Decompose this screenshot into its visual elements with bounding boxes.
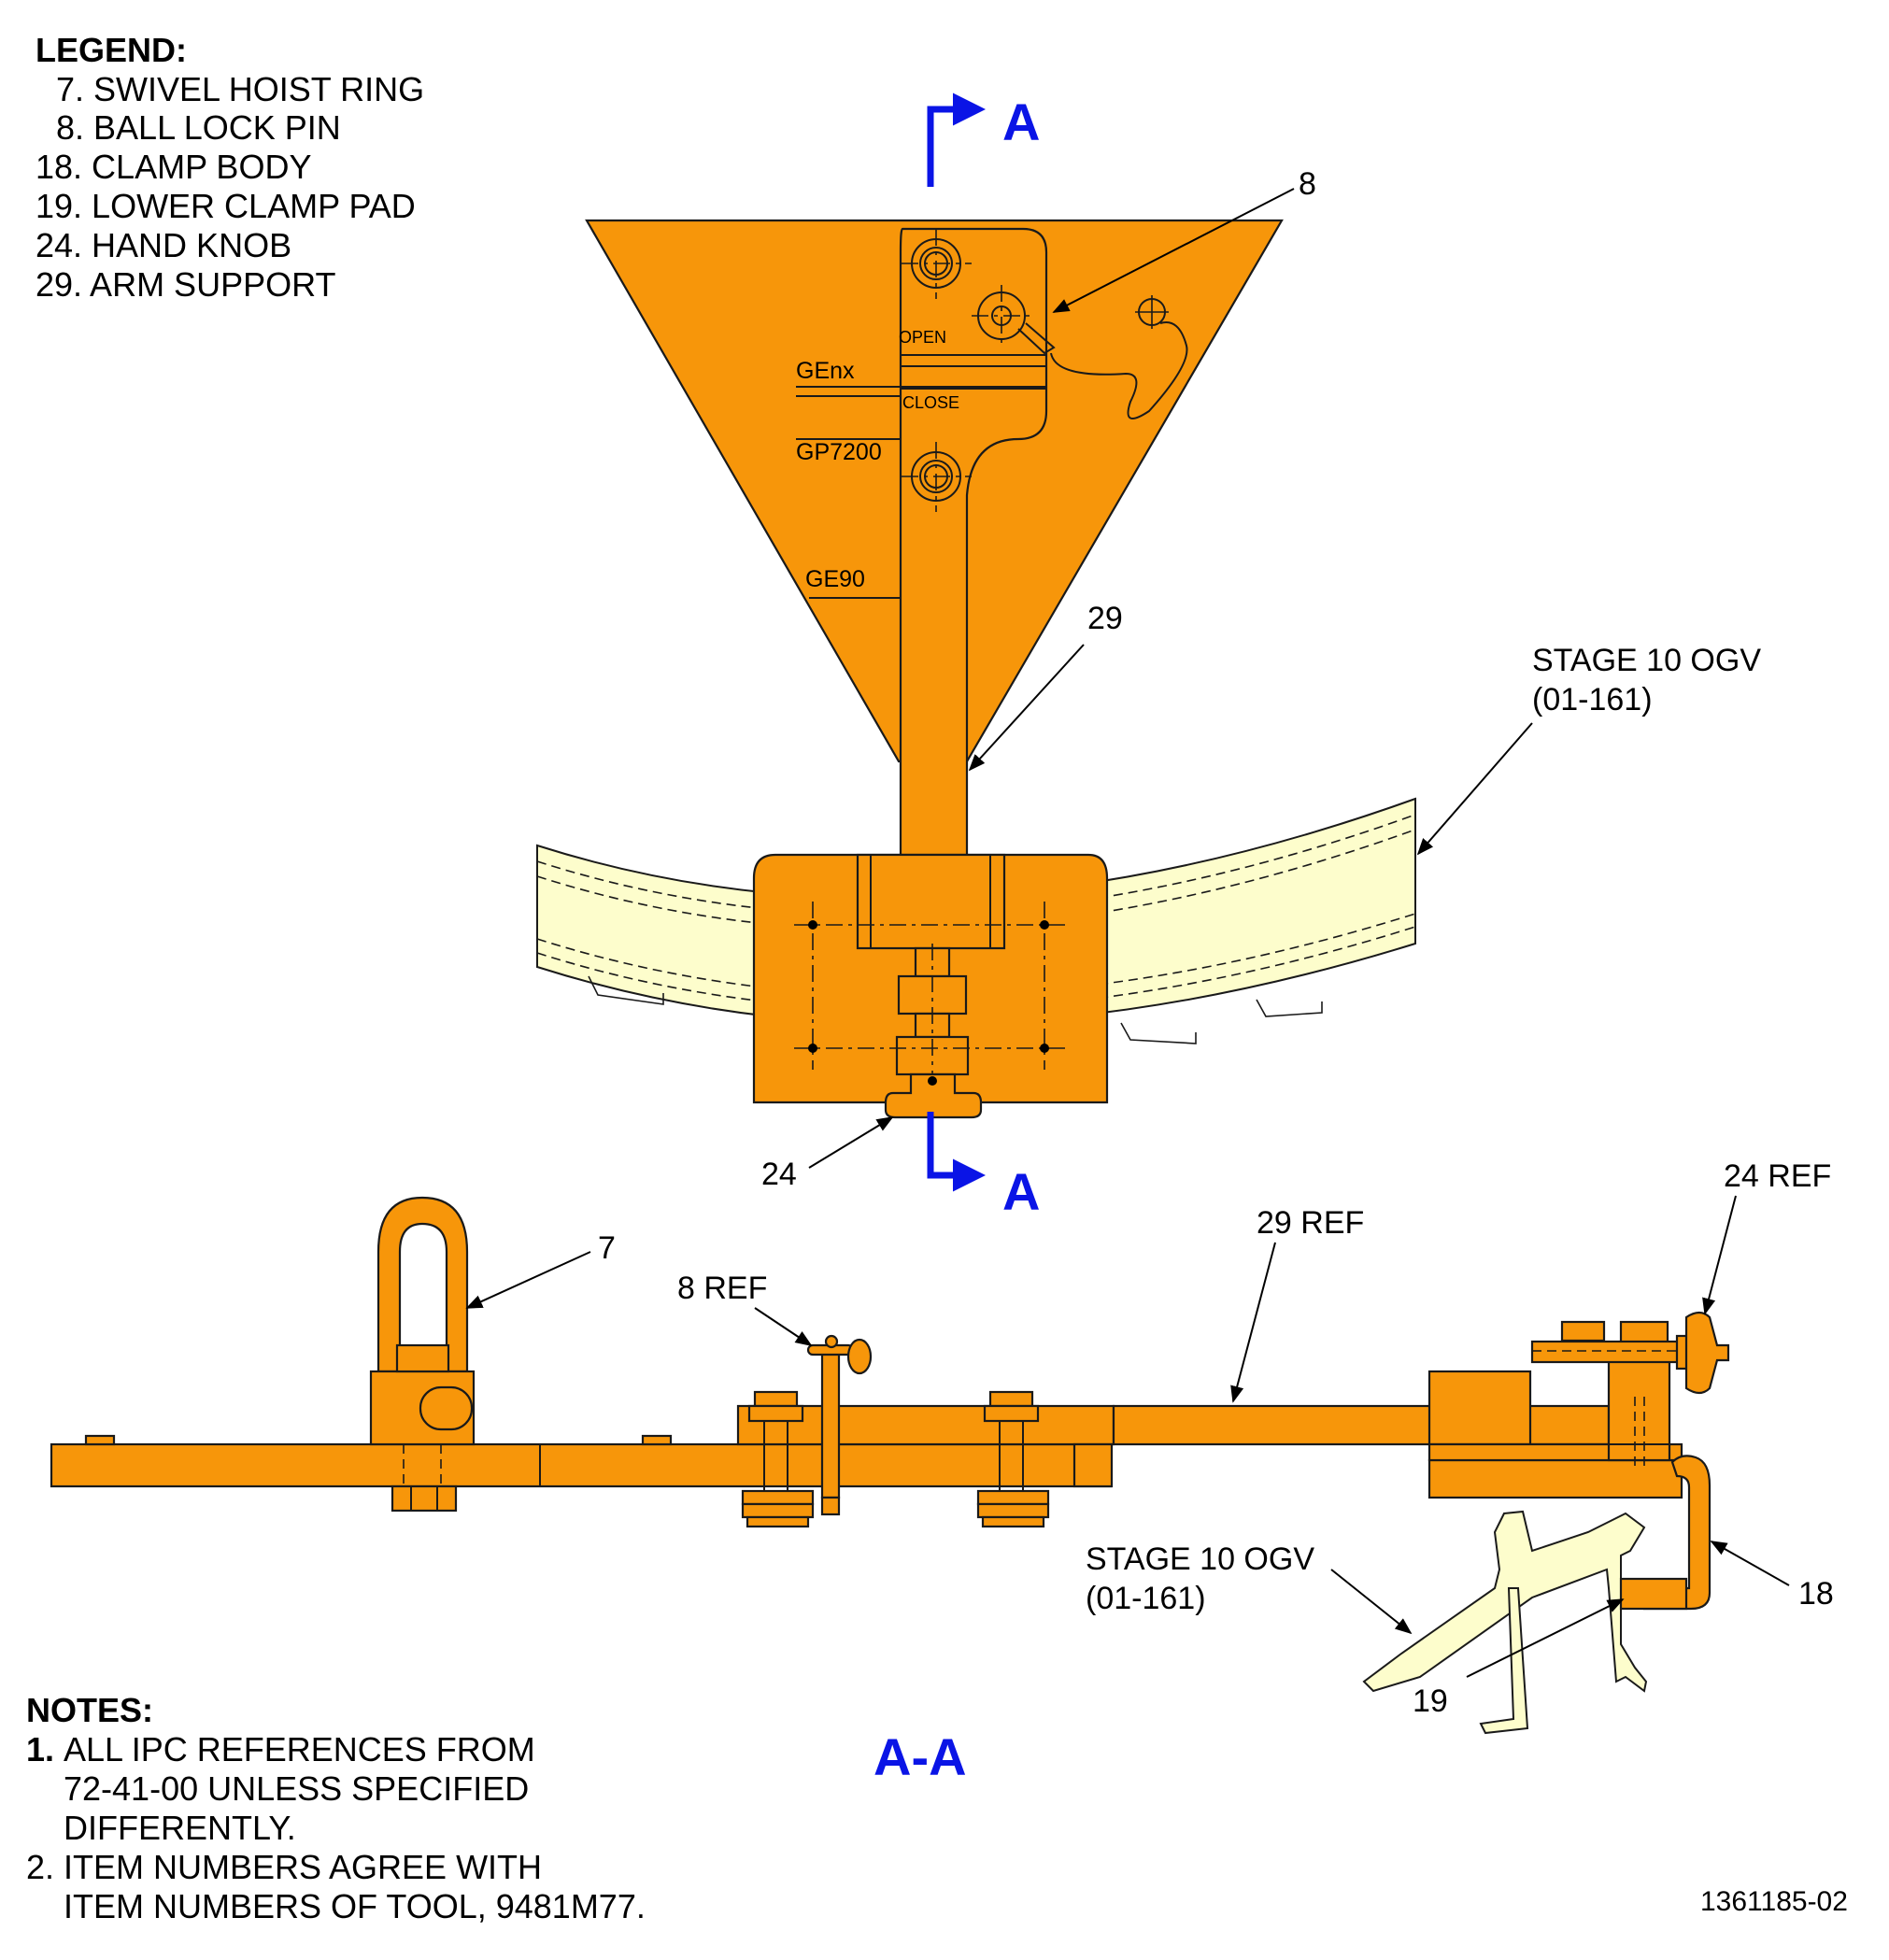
legend: LEGEND: 7. SWIVEL HOIST RING 8. BALL LOC…	[36, 31, 424, 304]
pivot-hole-lower	[902, 442, 972, 512]
legend-item-8: 8. BALL LOCK PIN	[56, 108, 341, 147]
note-1-line-1: ALL IPC REFERENCES FROM	[64, 1730, 535, 1768]
leader-7	[465, 1251, 591, 1309]
lanyard-anchor	[1050, 295, 1188, 419]
pivot-hole-upper	[902, 229, 972, 299]
callout-18: 18	[1798, 1576, 1834, 1612]
svg-text:A: A	[1002, 92, 1040, 151]
main-bar	[50, 1442, 1113, 1488]
section-marker-bottom: A	[927, 1112, 1040, 1221]
ball-lock-pin-section	[806, 1334, 873, 1516]
callout-8ref: 8 REF	[677, 1271, 767, 1306]
leader-24ref	[1702, 1195, 1737, 1315]
legend-item-18: 18. CLAMP BODY	[36, 148, 311, 186]
legend-title: LEGEND:	[36, 31, 187, 69]
section-view-aa: 7 8 REF 29 REF 24 REF 18 19 STAGE 10 OGV…	[50, 1158, 1834, 1786]
legend-item-29: 29. ARM SUPPORT	[36, 265, 335, 304]
callout-stage-ogv-bottom-line2: (01-161)	[1086, 1581, 1206, 1616]
note-2-number: 2.	[26, 1848, 54, 1886]
note-1-line-2: 72-41-00 UNLESS SPECIFIED	[64, 1769, 529, 1808]
leader-29	[968, 644, 1085, 772]
notes: NOTES: 1. ALL IPC REFERENCES FROM 72-41-…	[26, 1691, 646, 1925]
callout-29ref: 29 REF	[1257, 1205, 1364, 1241]
clamp-body	[1642, 1455, 1711, 1611]
legend-item-24: 24. HAND KNOB	[36, 226, 291, 264]
section-marker-top: A	[927, 92, 1040, 187]
leader-24	[808, 1116, 894, 1169]
leader-19	[1466, 1598, 1625, 1678]
mark-gp7200: GP7200	[796, 439, 882, 465]
note-2-line-2: ITEM NUMBERS OF TOOL, 9481M77.	[64, 1887, 646, 1925]
mark-ge90: GE90	[805, 566, 865, 592]
hand-knob-top	[884, 1072, 983, 1119]
leader-stage-ogv-bottom	[1330, 1569, 1413, 1635]
notes-title: NOTES:	[26, 1691, 153, 1729]
bolt-assembly-right	[976, 1390, 1050, 1528]
note-1-line-3: DIFFERENTLY.	[64, 1809, 296, 1847]
legend-item-19: 19. LOWER CLAMP PAD	[36, 187, 416, 225]
ball-lock-pin-hole	[972, 285, 1056, 355]
top-view: OPEN CLOSE GEnx GP7200 GE90	[536, 92, 1761, 1221]
mark-open: OPEN	[899, 328, 946, 347]
callout-29: 29	[1087, 601, 1123, 636]
leader-8	[1052, 188, 1295, 313]
leader-8ref	[754, 1307, 813, 1346]
leader-stage-ogv-top	[1416, 722, 1533, 856]
callout-7: 7	[598, 1230, 616, 1266]
note-1-number: 1.	[26, 1730, 54, 1768]
swivel-hoist-ring	[369, 1196, 476, 1513]
lower-clamp-pad	[1619, 1577, 1688, 1611]
callout-19: 19	[1413, 1683, 1448, 1719]
bolt-assembly-left	[741, 1390, 815, 1528]
callout-24ref: 24 REF	[1724, 1158, 1831, 1194]
mark-genx: GEnx	[796, 358, 855, 384]
note-2-line-1: ITEM NUMBERS AGREE WITH	[64, 1848, 542, 1886]
hand-knob-section	[1530, 1311, 1730, 1395]
legend-item-7: 7. SWIVEL HOIST RING	[56, 70, 424, 108]
svg-text:A: A	[1002, 1162, 1040, 1221]
callout-stage-ogv-top-line2: (01-161)	[1532, 682, 1653, 717]
stage10-ogv-section	[1362, 1510, 1648, 1735]
callout-stage-ogv-bottom-line1: STAGE 10 OGV	[1086, 1541, 1314, 1577]
clamp-block	[752, 853, 1109, 1121]
leader-18	[1710, 1541, 1790, 1586]
mark-close: CLOSE	[902, 393, 959, 412]
callout-8: 8	[1299, 166, 1316, 202]
leader-29ref	[1230, 1242, 1276, 1403]
callout-24: 24	[761, 1157, 797, 1192]
callout-stage-ogv-top-line1: STAGE 10 OGV	[1532, 643, 1761, 678]
section-view-label: A-A	[873, 1727, 967, 1786]
drawing-number: 1361185-02	[1700, 1886, 1848, 1917]
